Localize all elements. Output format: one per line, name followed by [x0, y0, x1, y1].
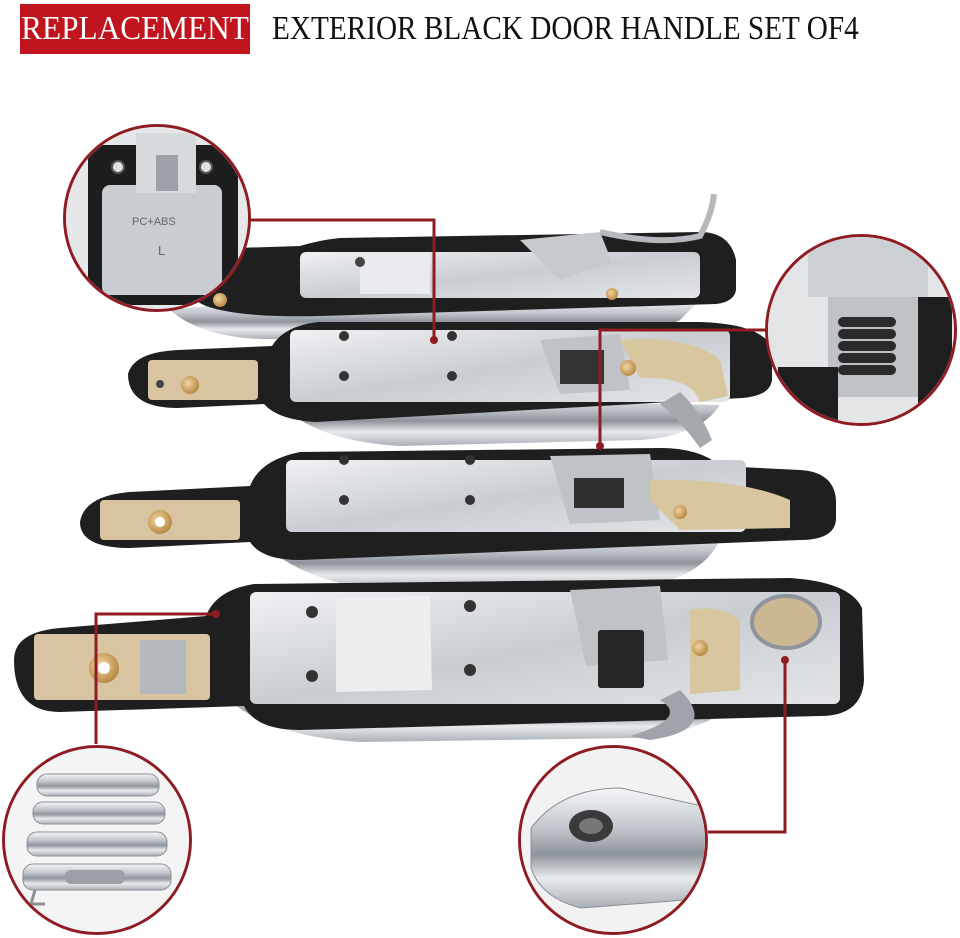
callout-spring-detail: [765, 234, 957, 426]
door-handle-4: [14, 578, 864, 742]
part-marking: PC+ABS: [132, 216, 176, 228]
callout-handle-set-thumbnail: [2, 745, 192, 935]
title-banner: REPLACEMENT EXTERIOR BLACK DOOR HANDLE S…: [0, 0, 960, 62]
door-handle-3: [80, 448, 836, 590]
callout-keyhole-detail: [518, 745, 708, 935]
door-handle-1: [170, 193, 736, 340]
banner-title: EXTERIOR BLACK DOOR HANDLE SET OF4: [272, 10, 859, 47]
door-handle-2: [128, 322, 772, 448]
callout-connectors: [94, 218, 787, 834]
callout-bracket-detail: PC+ABS L: [63, 124, 251, 312]
side-marking: L: [158, 243, 165, 258]
banner-highlight: REPLACEMENT: [20, 4, 250, 54]
